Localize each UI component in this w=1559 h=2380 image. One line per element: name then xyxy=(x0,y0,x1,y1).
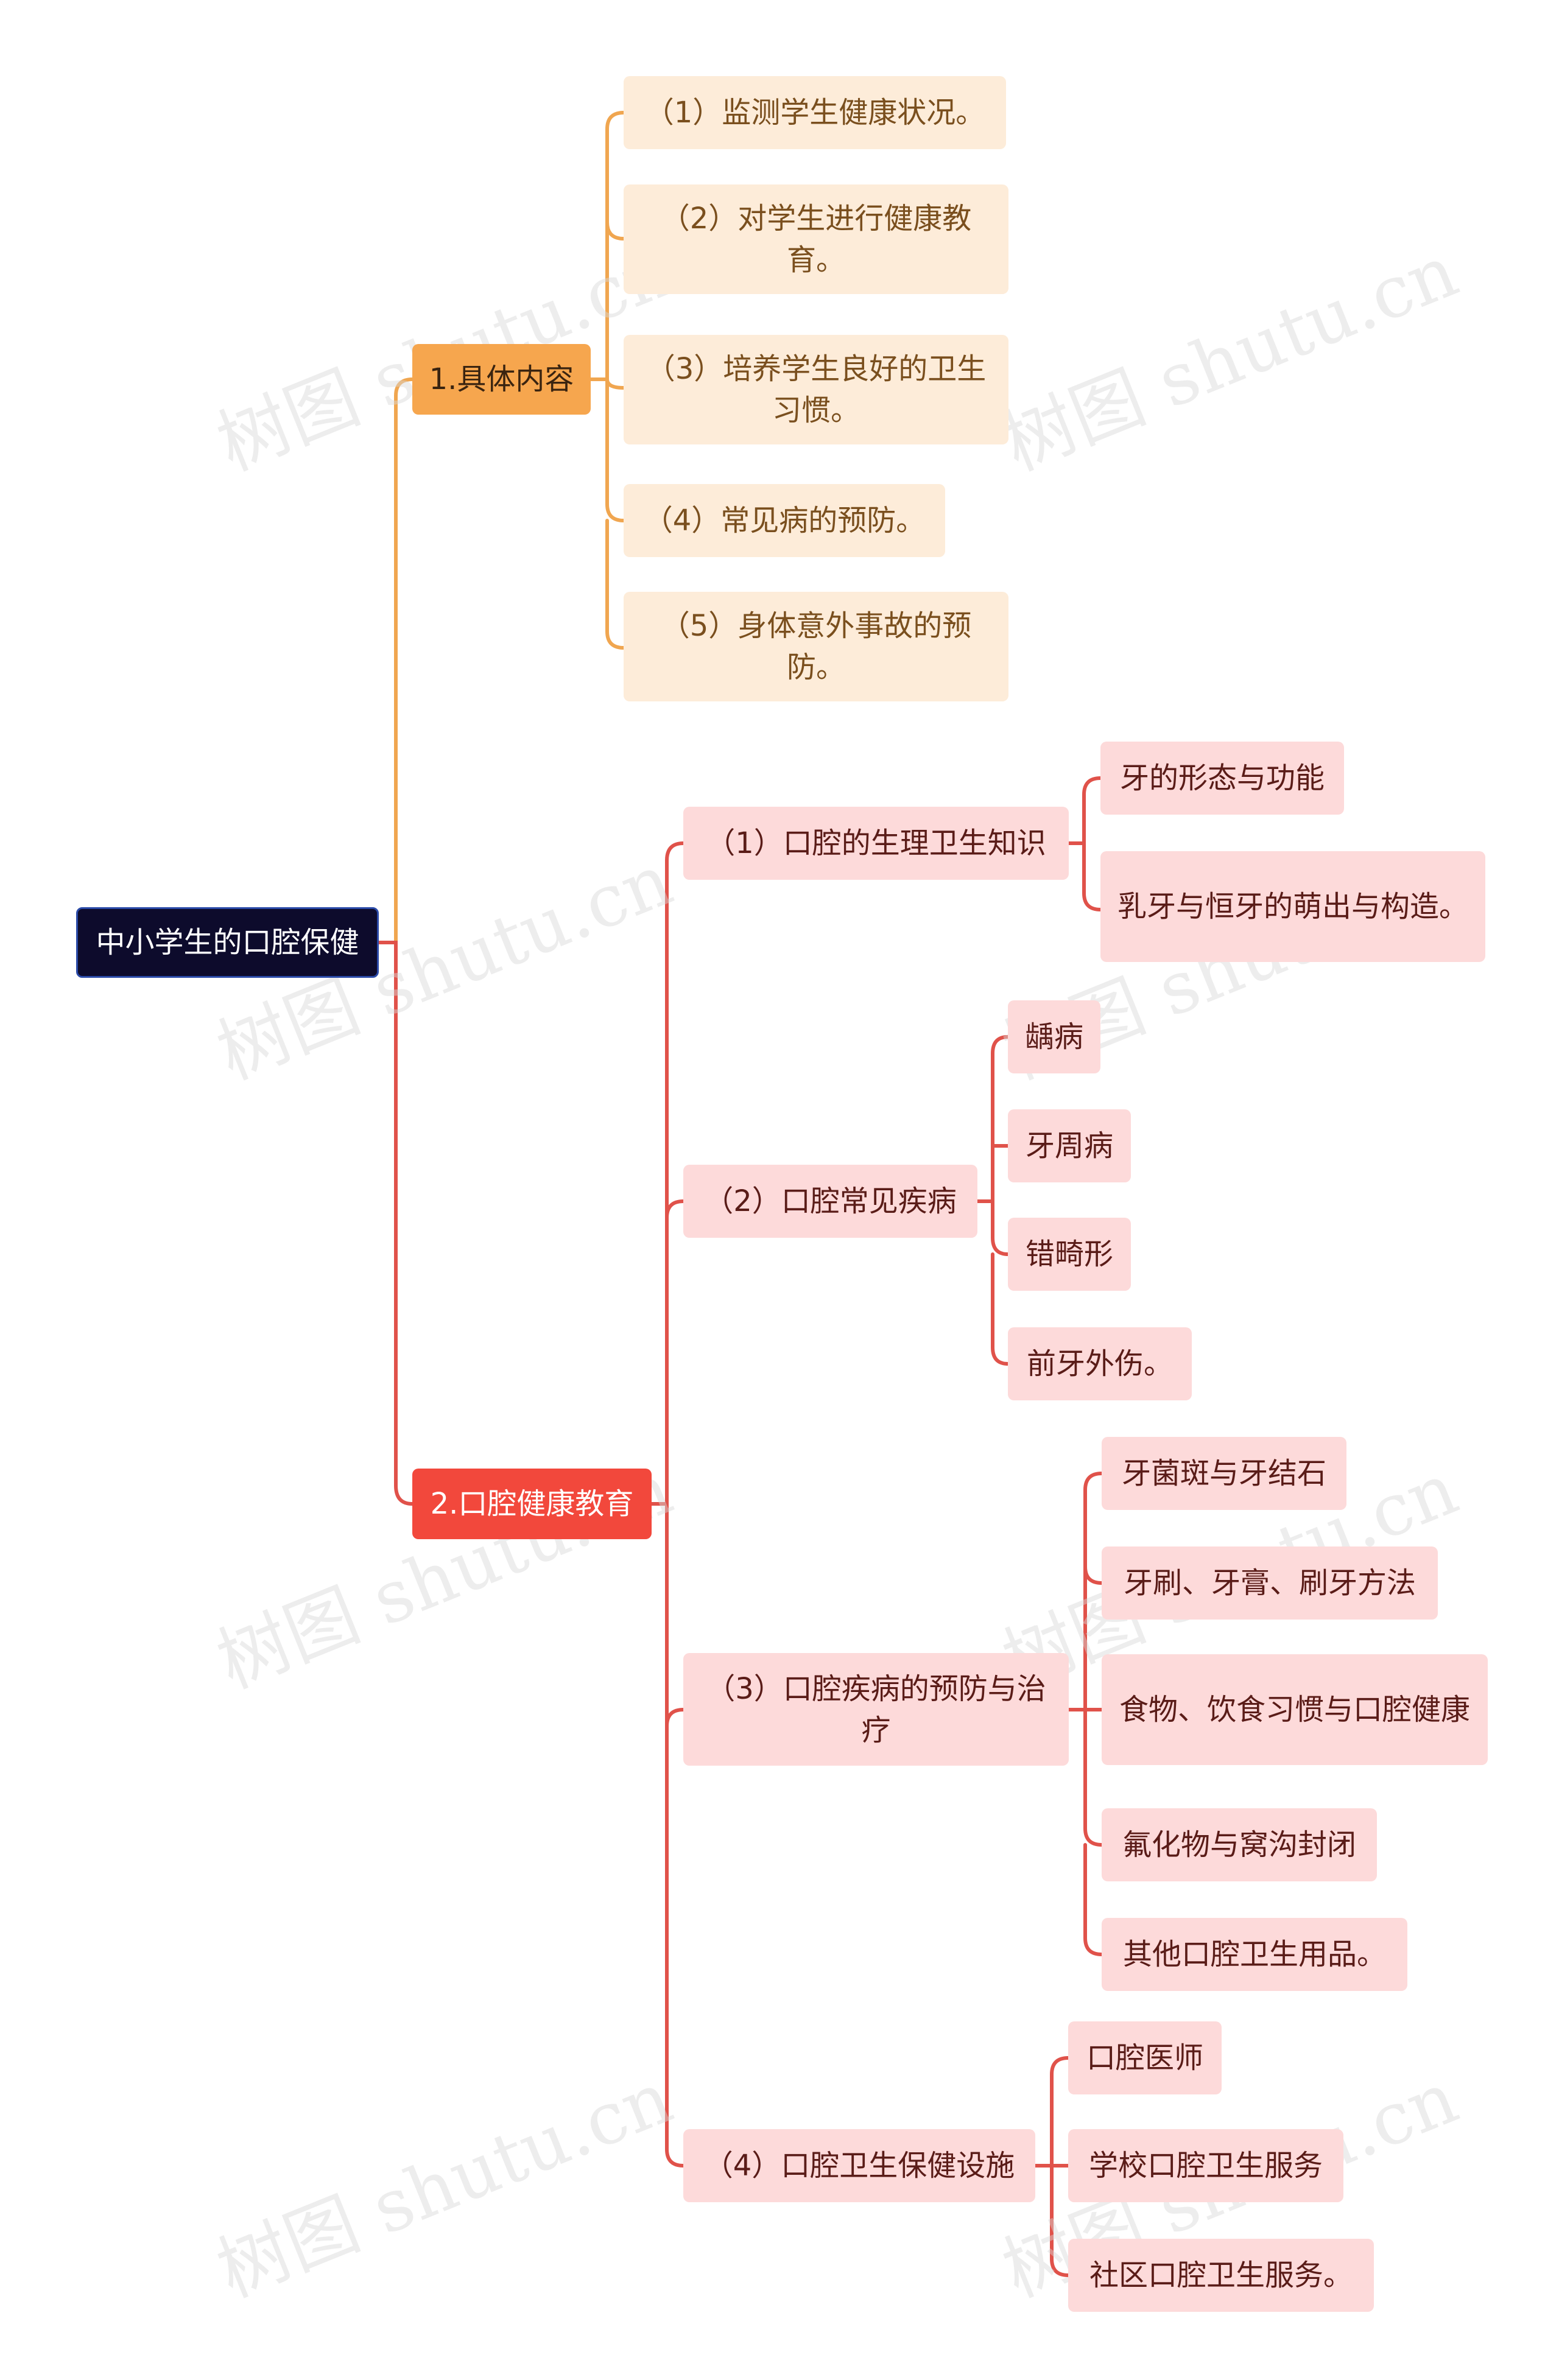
leaf-node[interactable]: （4）常见病的预防。 xyxy=(624,484,945,557)
connectors-branch2 xyxy=(650,776,1103,2277)
sub-node[interactable]: （4）口腔卫生保健设施 xyxy=(683,2129,1035,2202)
connector-root-branch1 xyxy=(377,377,414,944)
leaf-node[interactable]: 牙的形态与功能 xyxy=(1100,742,1344,815)
leaf-node[interactable]: 牙刷、牙膏、刷牙方法 xyxy=(1102,1546,1438,1620)
leaf-node[interactable]: 食物、饮食习惯与口腔健康 xyxy=(1102,1654,1488,1765)
leaf-node[interactable]: （1）监测学生健康状况。 xyxy=(624,76,1006,149)
leaf-node[interactable]: （2）对学生进行健康教育。 xyxy=(624,184,1008,294)
leaf-node[interactable]: 前牙外伤。 xyxy=(1008,1327,1192,1400)
leaf-node[interactable]: 社区口腔卫生服务。 xyxy=(1068,2239,1374,2312)
sub-node[interactable]: （2）口腔常见疾病 xyxy=(683,1165,977,1238)
leaf-node[interactable]: 乳牙与恒牙的萌出与构造。 xyxy=(1100,851,1485,962)
leaf-node[interactable]: （5）身体意外事故的预防。 xyxy=(624,592,1008,701)
leaf-node[interactable]: 其他口腔卫生用品。 xyxy=(1102,1918,1407,1991)
sub-node[interactable]: （1）口腔的生理卫生知识 xyxy=(683,807,1069,880)
sub-node[interactable]: （3）口腔疾病的预防与治疗 xyxy=(683,1653,1069,1766)
branch-node-specific-content[interactable]: 1.具体内容 xyxy=(412,344,591,415)
leaf-node[interactable]: 龋病 xyxy=(1008,1000,1100,1073)
leaf-node[interactable]: 错畸形 xyxy=(1008,1218,1131,1291)
root-node[interactable]: 中小学生的口腔保健 xyxy=(76,907,379,978)
leaf-node[interactable]: 氟化物与窝沟封闭 xyxy=(1102,1808,1377,1881)
branch-node-oral-health-education[interactable]: 2.口腔健康教育 xyxy=(412,1469,652,1539)
leaf-node[interactable]: 口腔医师 xyxy=(1068,2021,1222,2094)
leaf-node[interactable]: 牙菌斑与牙结石 xyxy=(1102,1437,1346,1510)
leaf-node[interactable]: 牙周病 xyxy=(1008,1109,1131,1182)
leaf-node[interactable]: 学校口腔卫生服务 xyxy=(1068,2129,1343,2202)
connectors-branch1 xyxy=(589,111,625,650)
connector-root-branch2 xyxy=(377,941,414,1506)
leaf-node[interactable]: （3）培养学生良好的卫生习惯。 xyxy=(624,335,1008,444)
